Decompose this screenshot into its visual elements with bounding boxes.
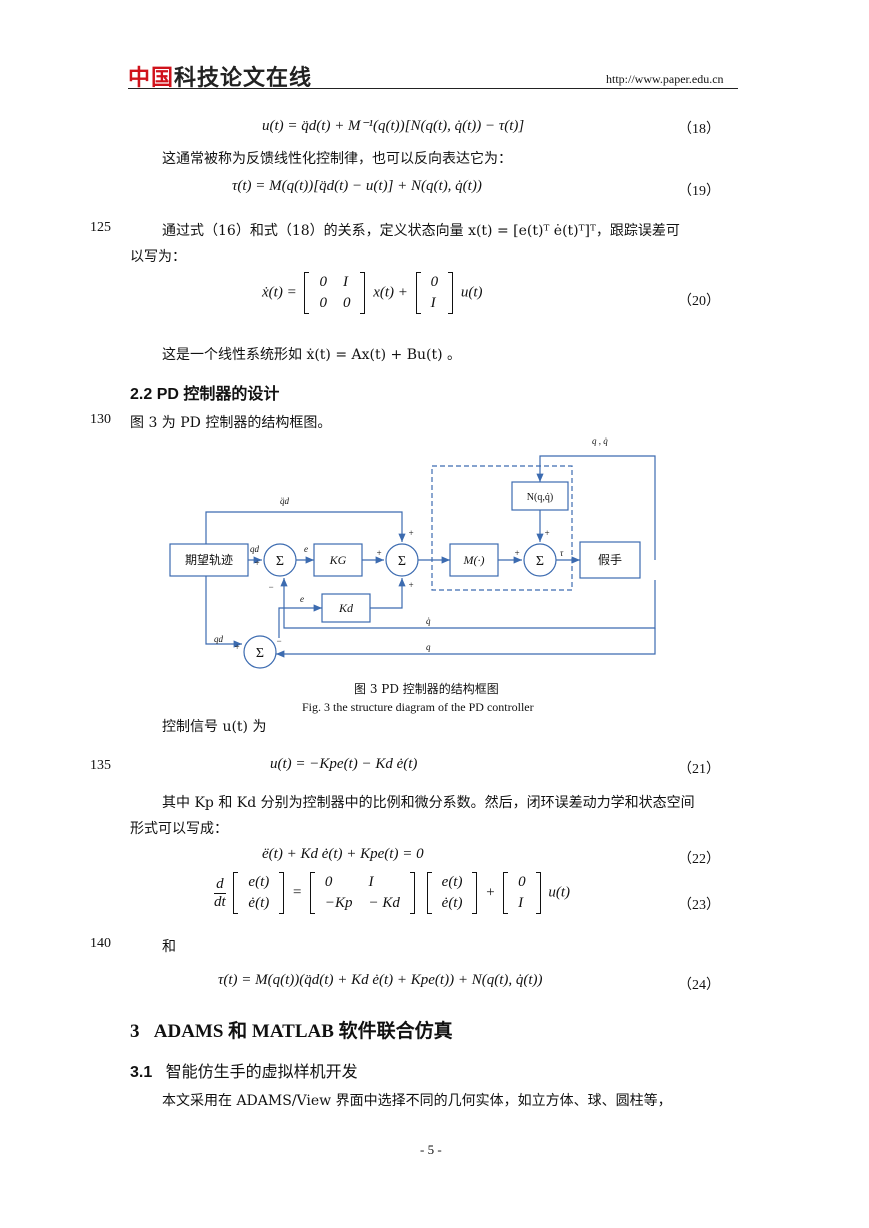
n-label: N(q,q̇) [527,492,553,503]
paragraph-5: 控制信号 u(t) 为 [162,719,267,735]
figure-caption-en: Fig. 3 the structure diagram of the PD c… [302,700,534,714]
paragraph-6: 其中 Kp 和 Kd 分别为控制器中的比例和微分系数。然后，闭环误差动力学和状态… [162,795,695,811]
sigma-1: Σ [276,554,284,569]
m-label: M(·) [463,553,485,567]
summer-4 [243,635,277,669]
page-number: - 5 - [420,1142,442,1157]
section-heading-3: 3 ADAMS 和 MATLAB 软件联合仿真 [130,1021,453,1042]
figure-caption-cn: 图 3 PD 控制器的结构框图 [354,682,499,696]
paragraph-8: 本文采用在 ADAMS/View 界面中选择不同的几何实体，如立方体、球、圆柱等… [162,1093,672,1109]
sign-plus: + [234,642,240,652]
header-url[interactable]: http://www.paper.edu.cn [606,72,724,86]
desired-trajectory-block [169,543,249,577]
sign-plus: + [514,548,520,558]
desired-trajectory-label: 期望轨迹 [185,553,233,567]
label-e-top: e [304,544,308,554]
paragraph-3: 这是一个线性系统形如 ẋ(t) = Ax(t) + Bu(t) 。 [162,347,462,363]
kg-label: KG [329,553,347,567]
site-logo: 中国科技论文在线 [128,66,313,91]
dashed-boundary [431,465,573,591]
summer-1 [263,543,297,577]
label-tau: τ [560,548,564,558]
line-number: 135 [90,758,111,773]
equation-22: ë(t) + Kd ė(t) + Kpe(t) = 0 [262,846,424,862]
equation-number-22: （22） [678,852,720,867]
section-heading-3-1: 3.1 智能仿生手的虚拟样机开发 [130,1062,358,1081]
paragraph-1: 这通常被称为反馈线性化控制律，也可以反向表达它为： [162,151,512,167]
section-heading-2-2: 2.2 PD 控制器的设计 [130,386,280,403]
equation-number-23: （23） [678,898,720,913]
sigma-3: Σ [536,554,544,569]
sigma-2: Σ [398,554,406,569]
line-number: 140 [90,936,111,951]
equation-19: τ(t) = M(q(t))[q̈d(t) − u(t)] + N(q(t), … [232,178,482,194]
equation-21: u(t) = −Kpe(t) − Kd ė(t) [270,756,418,772]
paragraph-2-cont: 以写为： [130,249,186,265]
paragraph-6-cont: 形式可以写成： [130,821,228,837]
equation-18: u(t) = q̈d(t) + M⁻¹(q(t))[N(q(t), q̇(t))… [262,118,525,134]
kd-label: Kd [338,601,354,615]
line-number: 125 [90,220,111,235]
equation-number-24: （24） [678,978,720,993]
hand-label: 假手 [598,553,622,567]
sigma-4: Σ [256,646,264,661]
label-qd-bottom: qd [214,634,224,644]
n-block [511,481,569,511]
prosthetic-hand-block [579,541,641,579]
label-qdot: q̇ [426,616,431,626]
label-qdd: q̈d [280,496,290,506]
sign-plus: + [544,528,550,538]
paragraph-2: 通过式（16）和式（18）的关系，定义状态向量 x(t) = [e(t)ᵀ ė(… [162,223,680,239]
equation-number-19: （19） [678,184,720,199]
label-q-qdot: q , q̇ [592,436,608,446]
summer-3 [523,543,557,577]
label-qd-top: qd [250,544,260,554]
sign-minus: − [268,582,274,592]
equation-24: τ(t) = M(q(t))(q̈d(t) + Kd ė(t) + Kpe(t)… [218,972,543,988]
kd-block [321,593,371,623]
equation-number-20: （20） [678,294,720,309]
sign-plus: + [376,548,382,558]
sign-plus: + [408,580,414,590]
sign-plus: + [408,528,414,538]
equation-number-18: （18） [678,122,720,137]
label-e-bottom: e [300,594,304,604]
m-block [449,543,499,577]
summer-2 [385,543,419,577]
sign-plus: + [254,558,260,568]
pd-controller-diagram: 期望轨迹 KG Kd M(·) N(q,q̇) 假手 Σ Σ Σ Σ q , q… [169,436,656,669]
paragraph-7: 和 [162,939,176,955]
label-q: q [426,642,431,652]
equation-number-21: （21） [678,762,720,777]
sign-minus: − [276,636,282,646]
header-rule [128,88,738,89]
kg-block [313,543,363,577]
line-number: 130 [90,412,111,427]
paragraph-4: 图 3 为 PD 控制器的结构框图。 [130,415,332,431]
